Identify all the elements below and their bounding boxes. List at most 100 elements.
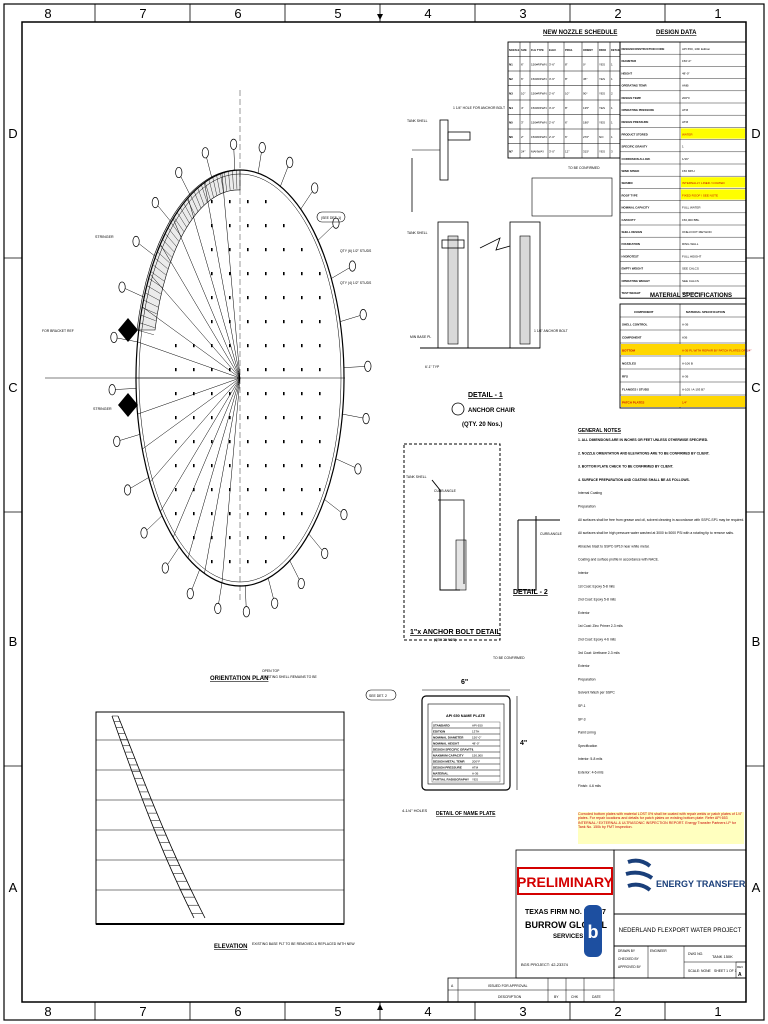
grid-mark bbox=[265, 344, 267, 348]
nameplate-row-label: NOMINAL HEIGHT bbox=[433, 742, 459, 746]
nozzle-leader bbox=[335, 458, 359, 470]
grid-mark bbox=[193, 536, 195, 540]
nozzle-cell: 3 bbox=[611, 150, 613, 154]
nozzle-cell: 3'-0" bbox=[549, 106, 555, 110]
general-note-line: Specification bbox=[578, 744, 597, 748]
company-name: ENERGY TRANSFER bbox=[656, 879, 746, 889]
grid-mark bbox=[247, 248, 249, 252]
hatch-line bbox=[204, 181, 211, 200]
grid-mark bbox=[247, 344, 249, 348]
nozzle-remark-box bbox=[531, 177, 613, 217]
nozzle-schedule-title: NEW NOZZLE SCHEDULE bbox=[543, 30, 617, 36]
nozzle-cell: 6" bbox=[521, 77, 524, 81]
grid-mark bbox=[301, 392, 303, 396]
general-note-line: Solvent Wash per SSPC bbox=[578, 691, 615, 695]
material-spec: A-36 PL WITH REPAIR BY PATCH PLATES OF 1… bbox=[682, 349, 752, 353]
stair-hatch bbox=[136, 169, 241, 331]
grid-mark bbox=[319, 320, 321, 324]
design-label: PRODUCT STORED bbox=[622, 132, 648, 136]
design-label: OPERATING TEMP. bbox=[622, 84, 648, 88]
design-label: HYDROTEST bbox=[622, 254, 640, 258]
general-note-line: Interior bbox=[578, 571, 589, 575]
grid-mark bbox=[283, 368, 285, 372]
nozzle-leader bbox=[112, 388, 137, 390]
design-value: 1 bbox=[682, 145, 684, 149]
grid-mark bbox=[175, 392, 177, 396]
design-value: INTERNALLY LINED / COATED bbox=[682, 181, 726, 185]
design-value: FIXED ROOF / SEE NOTE bbox=[682, 193, 718, 197]
row-label-left: B bbox=[9, 634, 18, 649]
radial-line bbox=[137, 341, 241, 379]
burrow-logo-mark: b bbox=[588, 922, 599, 942]
grid-mark bbox=[229, 392, 231, 396]
design-value: 150,000 BBL bbox=[682, 218, 700, 222]
sheet-ref-bubble bbox=[365, 689, 397, 701]
stair-rail-inner bbox=[111, 715, 195, 919]
nozzle-cell: YES bbox=[599, 77, 605, 81]
nozzle-leader bbox=[324, 499, 345, 515]
design-label: DESIGN/CONSTRUCTION CODE bbox=[622, 47, 665, 51]
material-highlight bbox=[621, 344, 745, 355]
detail-title: DETAIL - 1 bbox=[468, 392, 503, 399]
nozzle-cell: 10" bbox=[565, 92, 569, 96]
stringer-label: STRINGER bbox=[95, 235, 114, 239]
elevation-stair bbox=[111, 715, 206, 919]
design-value: 150'-0" bbox=[682, 59, 691, 63]
nameplate-row-value: 150,000 bbox=[472, 754, 483, 758]
general-note-line: 3. BOTTOM PLATE CHECK TO BE CONFIRMED BY… bbox=[578, 465, 674, 469]
design-value: SEE CALCS bbox=[682, 291, 699, 295]
col-label-bottom: 7 bbox=[139, 1004, 146, 1019]
nozzle-cell: 8" bbox=[565, 106, 568, 110]
scale-label: SCALE: NONE bbox=[688, 969, 712, 973]
chair-top-plate bbox=[447, 131, 471, 141]
rev-label: REV bbox=[737, 965, 743, 969]
grid-mark bbox=[265, 368, 267, 372]
nozzle-cell: 180° bbox=[583, 121, 590, 125]
elevation-note: EXISTING BASE PLT TO BE REMOVED & REPLAC… bbox=[252, 942, 355, 946]
nameplate-title: API 650 NAME PLATE bbox=[446, 714, 486, 718]
chair-cap bbox=[441, 239, 465, 249]
grid-mark bbox=[283, 464, 285, 468]
chair-side bbox=[509, 221, 541, 349]
design-label: WIND SPEED bbox=[622, 169, 640, 173]
stringer-diamond-upper bbox=[118, 318, 138, 342]
center-mark-bottom bbox=[377, 1004, 383, 1010]
general-note-line: Abrasive blast to SSPC-SP10 near white m… bbox=[578, 544, 649, 548]
nozzle-bubble bbox=[332, 217, 340, 229]
row-label-left: D bbox=[8, 126, 17, 141]
sheet-ref: (SEE DET. 1) bbox=[321, 216, 341, 220]
nameplate-row-value: 13TH bbox=[472, 730, 479, 734]
radial-line bbox=[221, 377, 241, 583]
radial-line bbox=[204, 377, 241, 574]
grid-mark bbox=[319, 296, 321, 300]
nozzle-bubble bbox=[354, 463, 362, 475]
grid-mark bbox=[229, 440, 231, 444]
grid-mark bbox=[229, 344, 231, 348]
col-label-top: 8 bbox=[44, 6, 51, 21]
sheet-ref: SEE DET. 2 bbox=[369, 694, 387, 698]
grid-mark bbox=[229, 536, 231, 540]
nozzle-cell: N7 bbox=[509, 150, 513, 154]
firm-line: SERVICES bbox=[553, 934, 583, 940]
general-note-line: SP-1 bbox=[578, 704, 586, 708]
grid-mark bbox=[247, 440, 249, 444]
grid-mark bbox=[283, 392, 285, 396]
row-label-right: B bbox=[752, 634, 761, 649]
grid-mark bbox=[229, 200, 231, 204]
nameplate-row-label: DESIGN SPECIFIC GRAVITY bbox=[433, 748, 473, 752]
grid-mark bbox=[211, 200, 213, 204]
grid-mark bbox=[211, 368, 213, 372]
nozzle-cell: 135° bbox=[583, 106, 590, 110]
material-spec: A-36 bbox=[682, 323, 689, 327]
grid-mark bbox=[247, 296, 249, 300]
nameplate-row-value: 48'-0" bbox=[472, 742, 480, 746]
chair-plate bbox=[439, 119, 449, 181]
anchor-detail-scale: (QTY 20 NOS) bbox=[434, 638, 456, 642]
general-note-line: Exterior: 4-6 mils bbox=[578, 771, 604, 775]
radial-line bbox=[187, 377, 241, 559]
grid-mark bbox=[301, 320, 303, 324]
nameplate-row-value: A-36 bbox=[472, 772, 479, 776]
